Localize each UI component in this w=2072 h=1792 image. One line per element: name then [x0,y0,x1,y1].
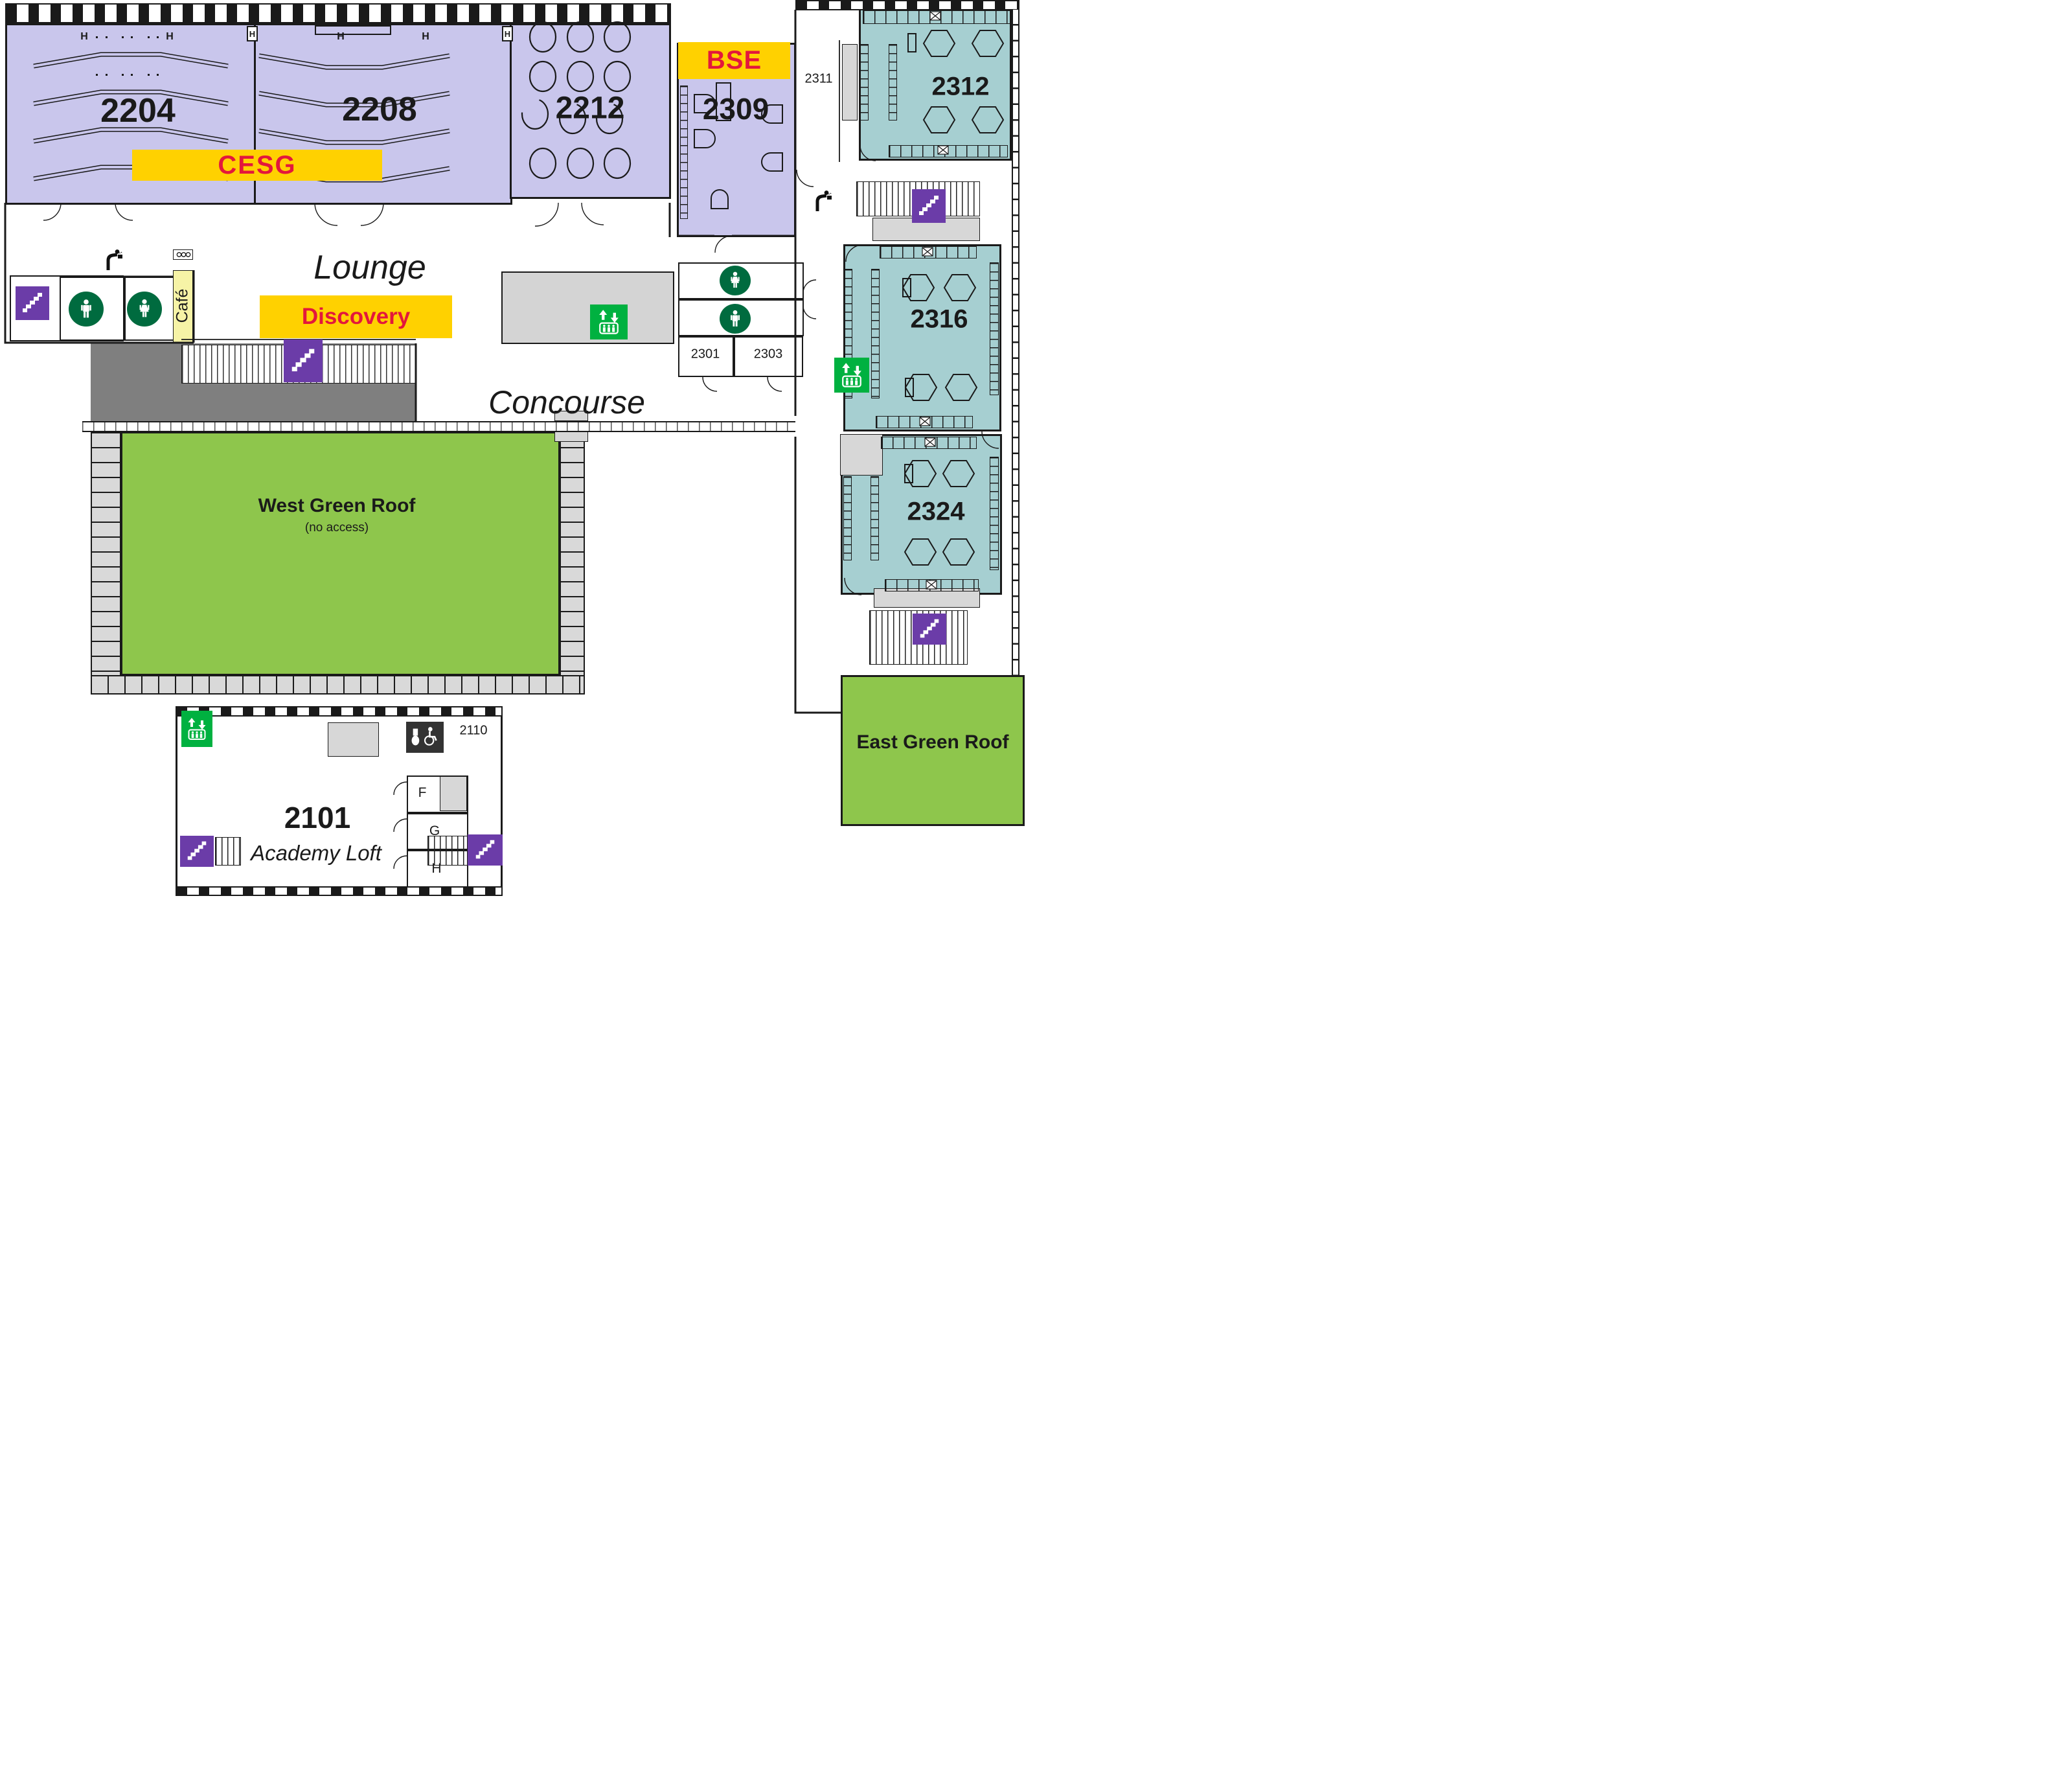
west-roof-border-right [560,432,585,695]
room-2312-label: 2312 [931,72,990,101]
stairs-icon [468,834,503,866]
elevator-lobby-area [501,271,674,344]
stairs-icon [180,836,214,867]
discovery-banner: Discovery [260,295,452,338]
west-roof-border-bottom [91,675,585,695]
room-F-label: F [418,785,427,800]
bench-2316-bottom [876,416,973,428]
grid-marker-h-boxed-label: H [249,29,256,39]
corridor-2311-strip [842,44,858,121]
room-2316-label: 2316 [910,304,968,334]
grid-marker-h: H [422,31,429,42]
stairs-icon [913,614,946,645]
stairs-icon [912,189,946,223]
cafe-label: Café [173,288,192,323]
bench-2312-col2 [889,44,897,121]
curtain-wall-north [5,3,671,23]
roof-steps-1 [554,411,588,421]
curtain-wall-2101-top [176,706,503,717]
grid-marker-h: H [80,31,88,42]
west-green-roof-area [121,432,560,675]
stair-landing-lower [874,588,980,608]
bench-2316-right [990,262,999,395]
elevator-icon [834,358,869,393]
discovery-banner-label: Discovery [301,304,411,329]
floor-plan: CESG BSE Discovery 2204 2208 2212 2309 2… [0,0,1036,896]
drinking-fountain-icon [814,189,833,213]
concourse-walkway [82,421,795,432]
mens-restroom-icon [69,292,104,327]
room-H-label: H [431,861,442,876]
room-F-gray-block [440,776,467,811]
bench-2312-top [863,10,1010,24]
room-2212-label: 2212 [555,91,625,126]
room-2101-name-label: Academy Loft [251,841,381,865]
bench-2312-bottom [889,145,1008,157]
room-2208-label: 2208 [342,91,417,128]
stairs-2101-left-treads [215,837,241,866]
west-green-roof-note: (no access) [304,521,369,534]
womens-restroom-icon [720,266,751,295]
bench-2312-col1 [860,44,869,121]
mens-restroom-icon [720,304,751,334]
room-G-label: G [429,823,440,838]
bench-2324-right [990,457,999,570]
stairs-2101-right-treads [427,836,468,866]
bench-2324-bottom [885,579,979,592]
east-window-wall [1012,10,1019,675]
east-green-roof-area [841,675,1025,826]
room-2204-label: 2204 [100,92,176,130]
room-2324-label: 2324 [907,497,965,526]
bse-banner: BSE [678,42,790,79]
curtain-wall-2101-bottom [176,886,503,896]
shelf-2309 [680,86,688,219]
grid-marker-h-boxed-label: H [504,29,511,39]
cesg-banner: CESG [132,150,382,181]
bench-2324-top [881,437,977,449]
accessible-restroom-icon [406,722,444,753]
bench-2324-col1 [843,476,852,560]
room-2303-label: 2303 [753,347,783,362]
kitchen-counter [173,249,193,260]
room-2301-area [678,336,734,377]
grid-marker-h: H [337,31,345,42]
cesg-banner-label: CESG [218,150,297,179]
grid-marker-h-boxed: H [247,26,258,41]
room-2309-label: 2309 [702,92,769,126]
room-2316-area [843,244,1001,431]
room-2110-label: 2110 [459,723,488,738]
grid-marker-h: H [166,31,174,42]
elevator-icon [590,304,628,339]
roof-steps-3 [554,431,588,442]
west-green-roof-label: West Green Roof [258,495,416,516]
curtain-wall-east-top [795,0,1019,10]
room-2301-label: 2301 [690,347,720,362]
bench-2324-col2 [871,476,879,560]
east-green-roof-label: East Green Roof [856,731,1009,753]
womens-restroom-icon [127,292,162,327]
room-2311-label: 2311 [804,71,833,86]
bench-2316-top [880,246,977,258]
bench-2316-col2 [871,269,880,398]
grid-marker-h-boxed: H [502,26,513,41]
lounge-label: Lounge [313,249,426,286]
stairs-icon [16,286,49,320]
west-roof-border-left [91,432,121,695]
drinking-fountain-icon [104,248,124,271]
bse-banner-label: BSE [706,46,762,75]
storage-box-2101 [328,722,379,757]
stairs-icon [284,339,323,382]
concourse-label: Concourse [488,384,645,420]
room-2324-corner-block [840,434,883,476]
elevator-icon [181,711,212,747]
room-2101-label: 2101 [284,801,351,834]
